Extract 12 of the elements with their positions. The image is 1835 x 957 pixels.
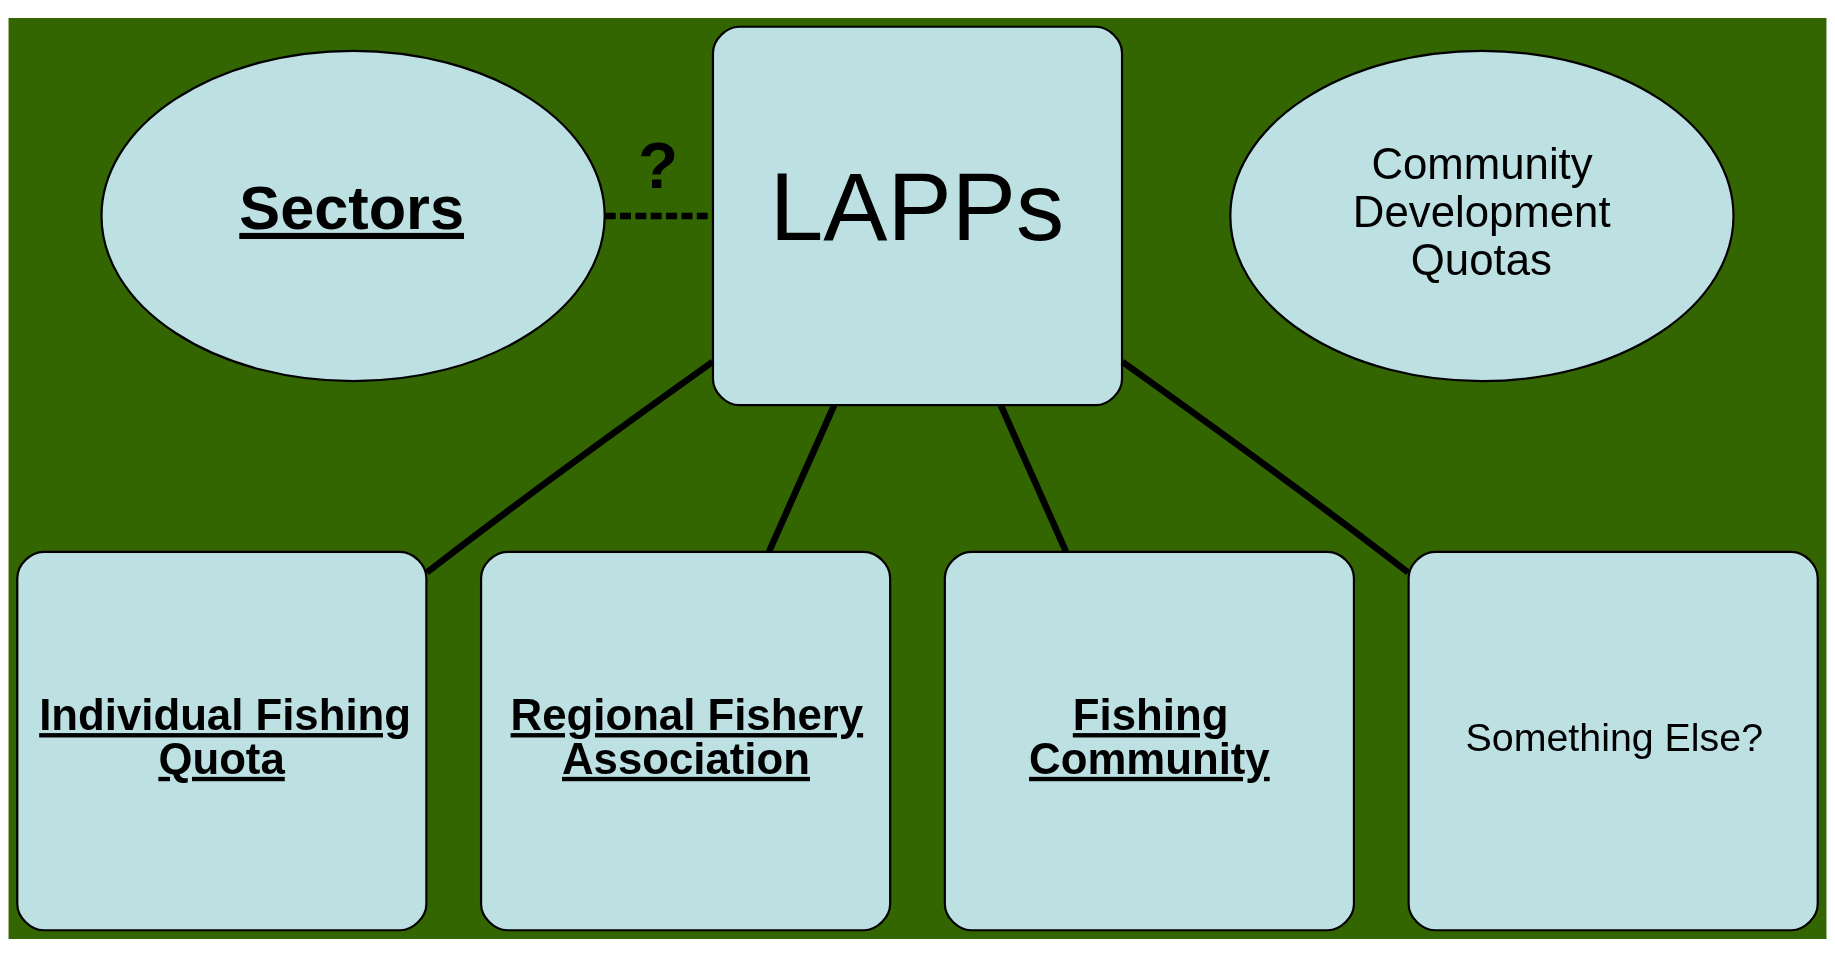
connector [1120, 359, 1411, 576]
node-ellipse: Community Development Quotas [1229, 49, 1735, 383]
node-box: LAPPs [711, 25, 1124, 407]
node-box: Regional Fishery Association [479, 550, 892, 932]
edge-label: ? [638, 128, 679, 202]
connector [424, 359, 715, 576]
node-ellipse: Sectors [100, 49, 606, 383]
connector [766, 404, 838, 553]
connector [997, 404, 1069, 553]
node-box: Individual Fishing Quota [16, 550, 428, 932]
node-box: Fishing Community [943, 550, 1356, 932]
node-box: Something Else? [1407, 550, 1819, 932]
